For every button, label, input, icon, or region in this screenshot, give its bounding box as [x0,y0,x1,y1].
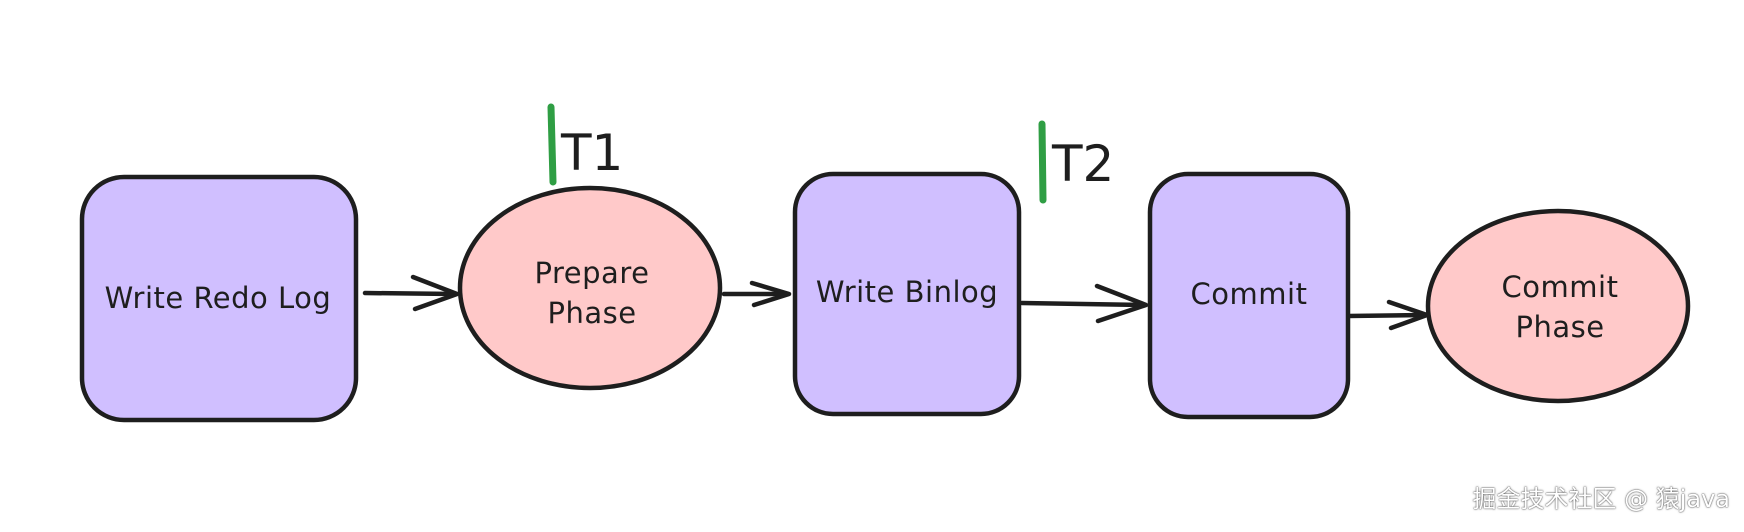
node-prepare-phase-label-line2: Phase [547,296,636,330]
marker-t2: T2 [1038,120,1114,204]
marker-t1-label: T1 [560,124,623,182]
node-commit: Commit [1147,171,1351,420]
edge-commit-to-commit-phase [1345,299,1430,331]
node-write-binlog: Write Binlog [792,171,1022,417]
node-commit-phase-shape [1425,208,1691,404]
edge-prepare-to-binlog [721,280,792,308]
node-prepare-phase: Prepare Phase [457,185,723,391]
node-prepare-phase-shape [457,185,723,391]
node-commit-label: Commit [1191,277,1308,311]
edge-redo-to-prepare [362,274,460,312]
node-commit-phase: Commit Phase [1425,208,1691,404]
node-write-redo-log: Write Redo Log [79,174,359,423]
node-write-binlog-label: Write Binlog [816,275,998,309]
node-write-redo-log-label: Write Redo Log [105,281,332,315]
marker-t2-label: T2 [1051,135,1114,193]
node-commit-phase-label-line1: Commit [1502,270,1619,304]
node-commit-phase-label-line2: Phase [1515,310,1604,344]
marker-t1: T1 [547,103,623,186]
node-write-binlog-shape [792,171,1022,417]
edge-binlog-to-commit [1019,283,1149,324]
node-write-redo-log-shape [79,174,359,423]
node-prepare-phase-label-line1: Prepare [535,256,650,290]
marker-t1-tick [547,103,557,186]
watermark: 掘金技术社区 @ 猿java [1472,485,1730,513]
marker-t2-tick [1038,120,1047,204]
node-commit-shape [1147,171,1351,420]
